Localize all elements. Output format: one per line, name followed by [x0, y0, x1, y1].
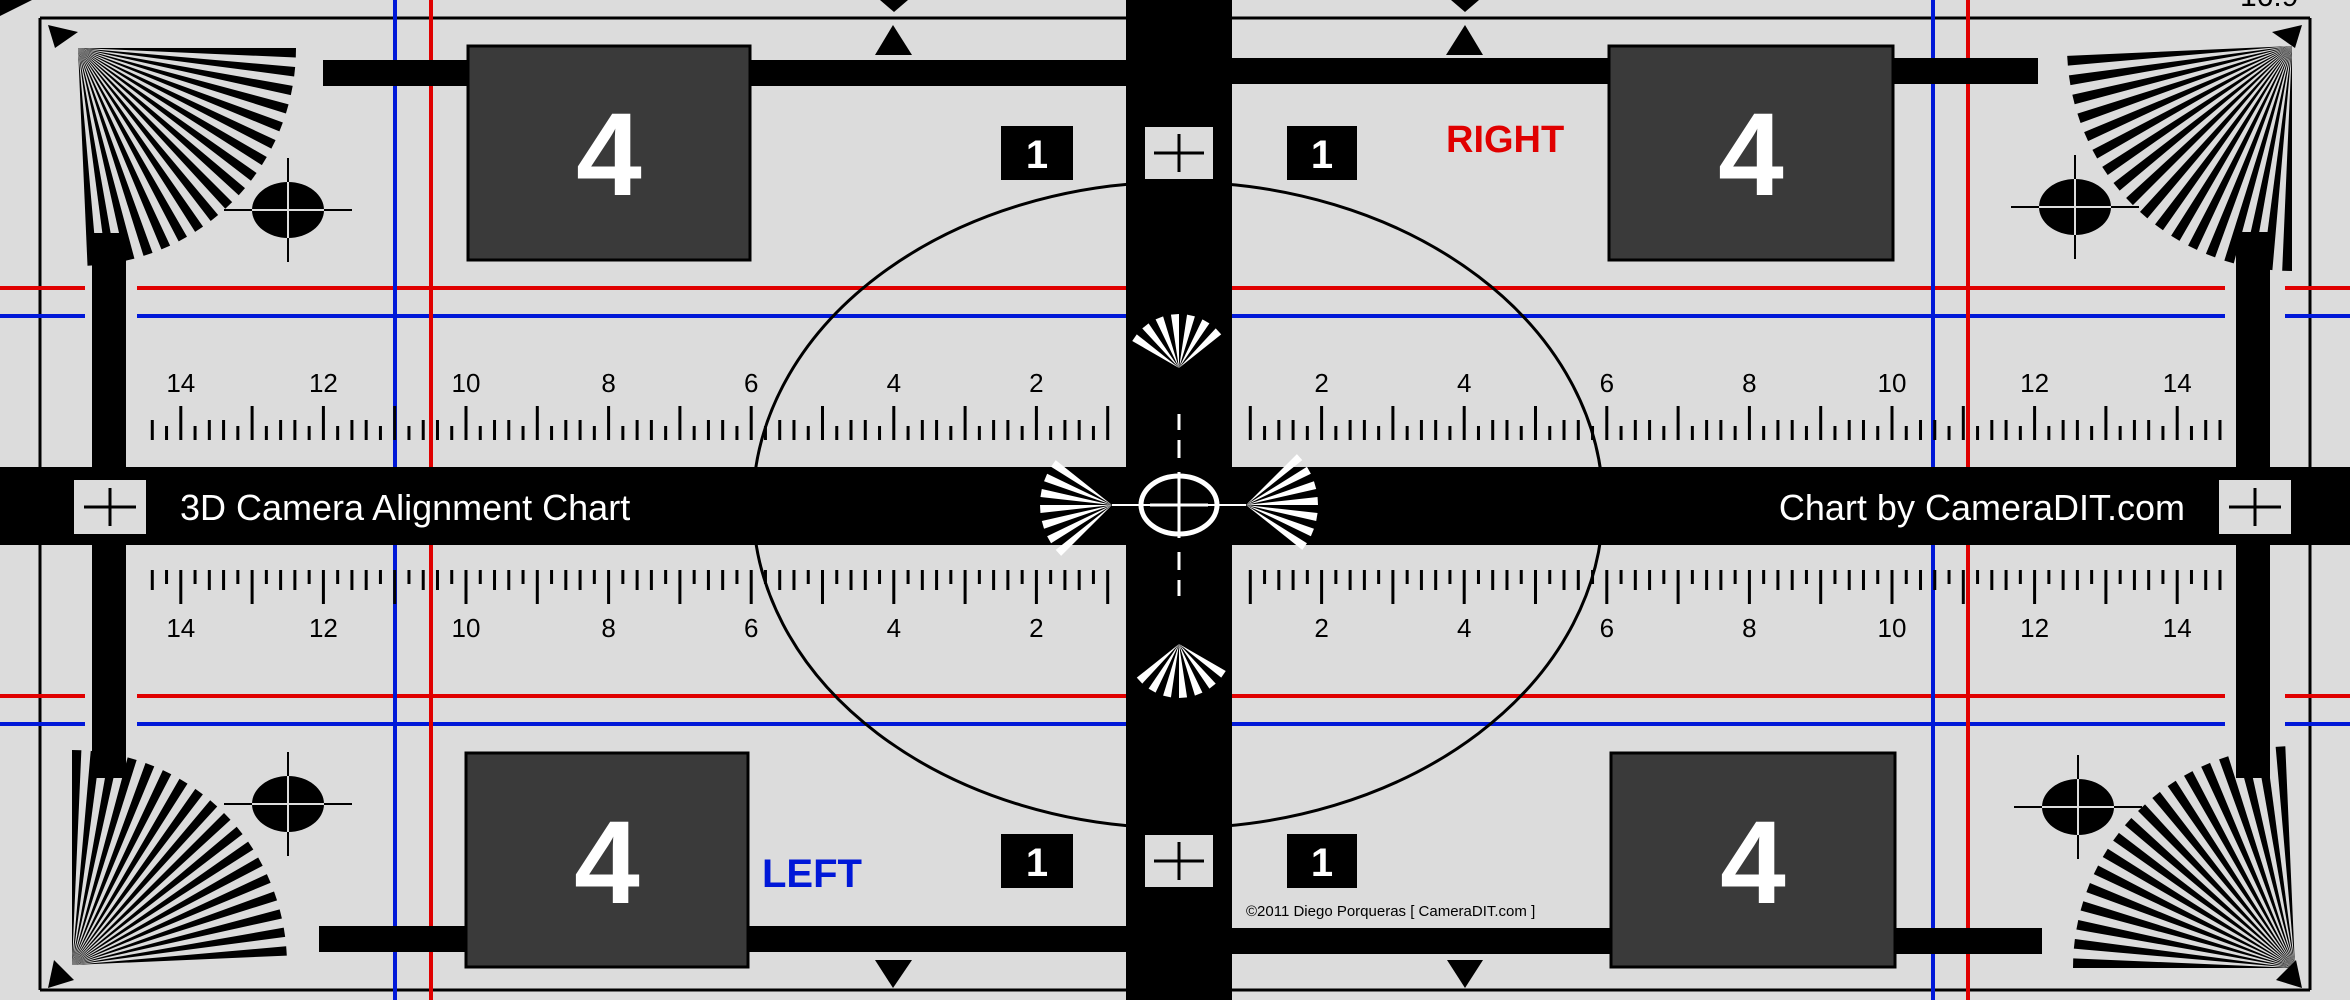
targets	[224, 155, 2142, 859]
scale-label: 6	[1600, 613, 1614, 643]
chart-credit: Chart by CameraDIT.com	[1779, 487, 2185, 528]
dark-box	[1609, 751, 1897, 969]
scale-label: 10	[1878, 368, 1907, 398]
scale-labels-bottom: 141210864202468101214	[166, 613, 2191, 643]
corner-arrow-top-left-edge	[0, 0, 32, 16]
scale-labels-top: 141210864202468101214	[166, 368, 2191, 398]
target-crosshair	[2014, 755, 2142, 859]
plus-box-left	[74, 480, 146, 534]
scale-label: 6	[744, 368, 758, 398]
siemens-star-bottom-left	[72, 750, 287, 965]
scale-label: 12	[2020, 368, 2049, 398]
small-box-bottom-left: 1	[1001, 834, 1073, 888]
ruler-top	[150, 406, 2222, 440]
box-number: 4	[1718, 89, 1784, 221]
corner-arrow-bottom-right	[2276, 960, 2302, 988]
number-box-top-left: 4	[466, 44, 752, 262]
small-box-top-left: 1	[1001, 126, 1073, 180]
scale-label: 10	[452, 368, 481, 398]
corner-arrow-top-right	[2272, 25, 2302, 48]
triangle-up-marker	[1446, 25, 1483, 55]
number-box-bottom-left: 4	[464, 751, 750, 969]
center-fan-left	[1040, 460, 1112, 556]
scale-label: 14	[166, 613, 195, 643]
triangle-down-marker	[1447, 960, 1483, 988]
small-number: 1	[1311, 841, 1333, 885]
scale-label: 10	[452, 613, 481, 643]
scale-label: 8	[1742, 368, 1756, 398]
small-box-bottom-right: 1	[1287, 834, 1357, 888]
number-box-top-right: 4	[1607, 44, 1895, 262]
scale-label: 4	[1457, 613, 1471, 643]
box-number: 4	[1720, 797, 1786, 929]
box-number: 4	[574, 797, 640, 929]
scale-label: 12	[2020, 613, 2049, 643]
scale-label: 4	[1457, 368, 1471, 398]
box-number: 4	[576, 89, 642, 221]
triangle-down-marker	[875, 960, 912, 988]
siemens-star-top-left	[78, 48, 296, 266]
target-crosshair	[224, 752, 352, 856]
target-crosshair	[224, 158, 352, 262]
scale-label: 12	[309, 613, 338, 643]
left-label: LEFT	[762, 852, 862, 896]
siemens-star-top-right	[2067, 46, 2292, 271]
scale-label: 6	[744, 613, 758, 643]
scale-label: 14	[2163, 368, 2192, 398]
scale-label: 2	[1314, 613, 1328, 643]
dark-box	[1607, 44, 1895, 262]
scale-label: 6	[1600, 368, 1614, 398]
center-fan-right	[1246, 454, 1318, 550]
corner-aspect-text: 16:9	[2240, 0, 2298, 13]
small-box	[1001, 834, 1073, 888]
ruler-bottom	[150, 570, 2222, 604]
dark-box	[466, 44, 752, 262]
number-box-bottom-right: 4	[1609, 751, 1897, 969]
small-number: 1	[1026, 133, 1048, 177]
scale-label: 8	[601, 368, 615, 398]
siemens-star-bottom-right	[2073, 746, 2295, 968]
corner-arrow-bottom-left	[48, 960, 74, 988]
chart-title: 3D Camera Alignment Chart	[180, 487, 630, 528]
corner-arrow-top-left	[48, 25, 78, 48]
scale-label: 2	[1029, 368, 1043, 398]
scale-label: 8	[1742, 613, 1756, 643]
center-fan-bottom	[1136, 644, 1226, 698]
scale-label: 2	[1314, 368, 1328, 398]
dark-box	[464, 751, 750, 969]
right-label: RIGHT	[1446, 119, 1564, 161]
triangle-markers	[0, 0, 2302, 988]
scale-label: 8	[601, 613, 615, 643]
triangle-up-marker	[875, 25, 912, 55]
small-box	[1287, 126, 1357, 180]
scale-label: 10	[1878, 613, 1907, 643]
triangle-down-marker	[880, 0, 908, 12]
center-fan-top	[1132, 314, 1222, 368]
fans	[72, 46, 2295, 968]
plus-box-right	[2219, 480, 2291, 534]
triangle-down-marker	[1451, 0, 1479, 12]
target-crosshair	[2011, 155, 2139, 259]
small-box	[1001, 126, 1073, 180]
plus-box-bottom-center	[1143, 833, 1215, 889]
scale-label: 4	[887, 613, 901, 643]
center-reticle	[1112, 414, 1246, 596]
scale-label: 2	[1029, 613, 1043, 643]
small-number: 1	[1311, 133, 1333, 177]
small-number: 1	[1026, 841, 1048, 885]
scale-label: 12	[309, 368, 338, 398]
copyright-text: ©2011 Diego Porqueras [ CameraDIT.com ]	[1246, 903, 1535, 920]
scale-label: 14	[166, 368, 195, 398]
plus-box-top-center	[1143, 125, 1215, 181]
scale-label: 14	[2163, 613, 2192, 643]
small-box	[1287, 834, 1357, 888]
small-box-top-right: 1	[1287, 126, 1357, 180]
scale-label: 4	[887, 368, 901, 398]
